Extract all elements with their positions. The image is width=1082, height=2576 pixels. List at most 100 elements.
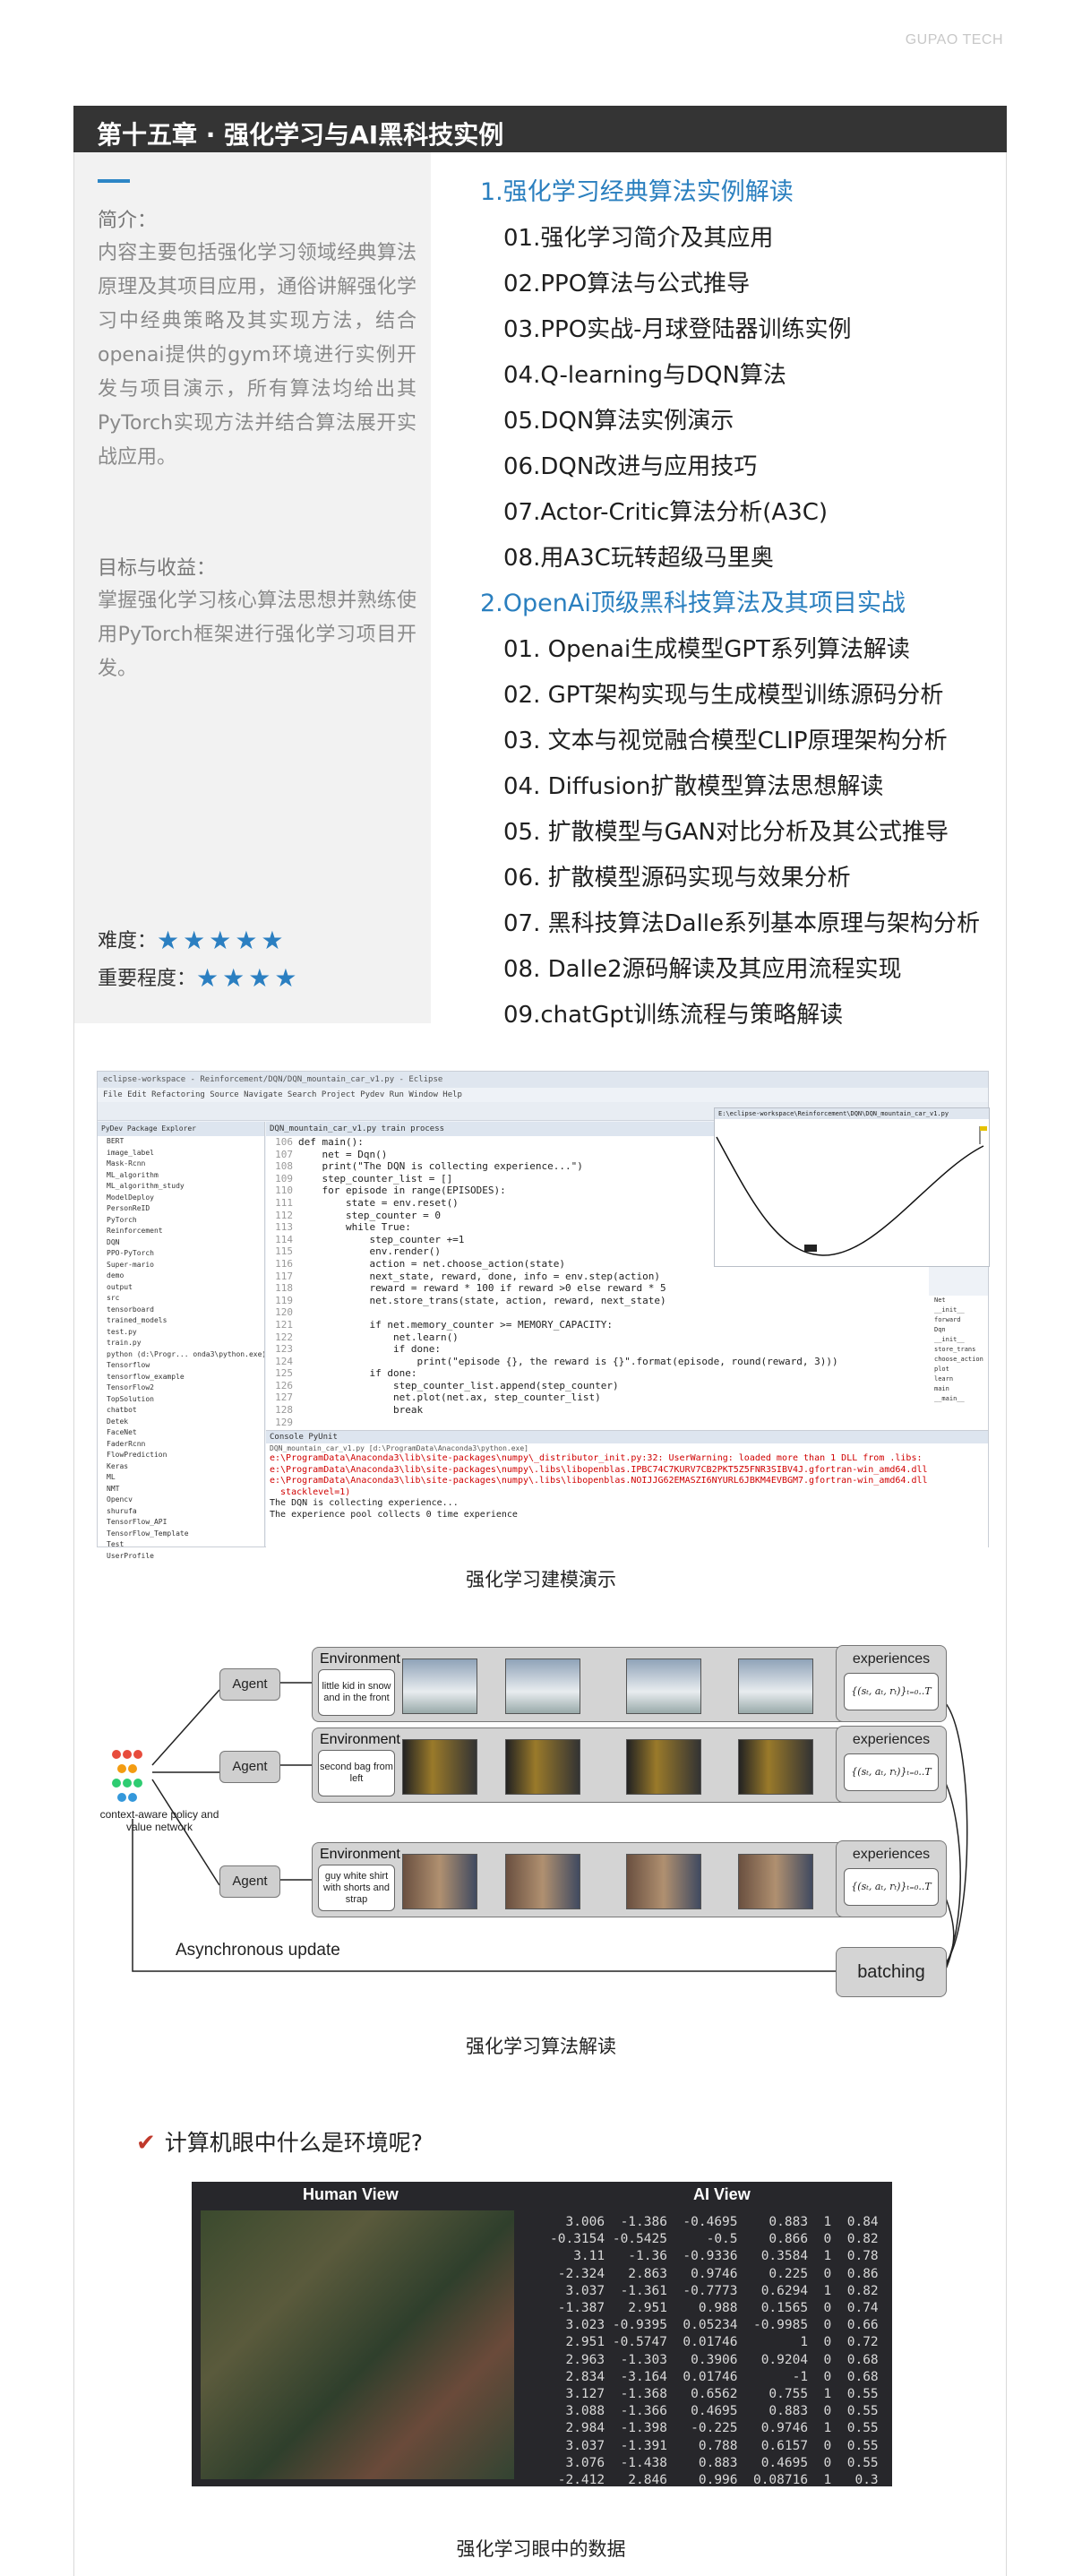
code-line: 126 step_counter_list.append(step_counte…: [266, 1380, 929, 1392]
code-line: 110 for episode in range(EPISODES):: [266, 1185, 929, 1197]
flag-icon: [980, 1126, 987, 1131]
environment-row-1: Environment little kid in snow and in th…: [312, 1647, 851, 1722]
code-text: step_counter_list = []: [298, 1172, 453, 1185]
importance-rating: 重要程度：★★★★: [98, 962, 300, 993]
difficulty-label: 难度：: [98, 930, 158, 952]
line-number: 124: [275, 1355, 293, 1367]
explorer-item: src: [107, 1294, 120, 1302]
arrow-exp-batch-2: [944, 1780, 961, 1969]
game-screenshot: [201, 2210, 514, 2479]
network-label: context-aware policy and value network: [99, 1808, 219, 1833]
explorer-item: trained_models: [107, 1316, 167, 1324]
code-text: next_state, reward, done, info = env.ste…: [298, 1270, 660, 1282]
code-text: reward = reward * 100 if reward >0 else …: [298, 1282, 666, 1295]
experiences-box-2: experiences {(sₜ, aₜ, rₜ)}ₜ₌₀..T: [836, 1726, 947, 1803]
outline-item: choose_action: [934, 1356, 983, 1363]
caption-data: 强化学习眼中的数据: [456, 2538, 626, 2560]
outline-item: Dqn: [934, 1326, 946, 1333]
console-subtitle: DQN_mountain_car_v1.py [d:\ProgramData\A…: [270, 1444, 528, 1452]
intro-text: 内容主要包括强化学习领域经典算法原理及其项目应用，通俗讲解强化学习中经典策略及其…: [98, 242, 416, 469]
goal-heading: 目标与收益：: [98, 557, 217, 580]
console-line: e:\ProgramData\Anaconda3\lib\site-packag…: [270, 1464, 928, 1475]
line-number: 107: [275, 1148, 293, 1160]
ai-view-matrix: 3.006 -1.386 -0.4695 0.883 1 0.84-0.3154…: [550, 2214, 887, 2489]
frame-image: [505, 1854, 580, 1909]
line-number: 109: [275, 1172, 293, 1185]
line-number: 128: [275, 1404, 293, 1417]
brand-logo: GUPAO TECH: [905, 32, 1003, 47]
code-text: step_counter +=1: [298, 1233, 465, 1245]
frame-image: [738, 1658, 813, 1714]
code-text: net.plot(net.ax, step_counter_list): [298, 1391, 601, 1404]
code-text: if done:: [298, 1367, 417, 1380]
frame-image: [402, 1658, 477, 1714]
line-number: 127: [275, 1391, 293, 1404]
code-text: while True:: [298, 1221, 411, 1234]
code-line: 111 state = env.reset(): [266, 1197, 929, 1210]
explorer-item: ModelDeploy: [107, 1193, 154, 1202]
line-number: 110: [275, 1185, 293, 1197]
environment-row-3: Environment guy white shirt with shorts …: [312, 1842, 851, 1917]
explorer-item: PyTorch: [107, 1215, 137, 1224]
outline-item: Net: [934, 1297, 946, 1304]
code-line: 120: [266, 1306, 929, 1319]
toc-item: 09.chatGpt训练流程与策略解读: [503, 1002, 844, 1029]
ai-view-title: AI View: [693, 2185, 751, 2203]
code-text: net.store_trans(state, action, reward, n…: [298, 1294, 666, 1306]
ai-data-row: 3.088 -1.366 0.4695 0.883 0 0.55: [550, 2404, 879, 2419]
experiences-box-1: experiences {(sₜ, aₜ, rₜ)}ₜ₌₀..T: [836, 1645, 947, 1722]
toc-item: 01.强化学习简介及其应用: [503, 225, 774, 252]
frame-strip-2: [402, 1739, 814, 1795]
explorer-title: PyDev Package Explorer: [98, 1122, 264, 1136]
car-icon: [804, 1245, 817, 1252]
outline-item: plot: [934, 1366, 949, 1373]
mountain-curve: [716, 1136, 984, 1256]
code-line: 119 net.store_trans(state, action, rewar…: [266, 1295, 929, 1307]
frame-image: [505, 1739, 580, 1795]
outline-item: __init__: [934, 1336, 965, 1343]
console-line: The DQN is collecting experience...: [270, 1498, 459, 1508]
line-number: 122: [275, 1331, 293, 1343]
toc-item: 08. Dalle2源码解读及其应用流程实现: [503, 956, 902, 983]
console-line: e:\ProgramData\Anaconda3\lib\site-packag…: [270, 1453, 923, 1463]
plot-window: E:\eclipse-workspace\Reinforcement\DQN\D…: [714, 1107, 990, 1267]
line-number: 116: [275, 1257, 293, 1270]
human-vs-ai-view: Human View AI View 3.006 -1.386 -0.4695 …: [192, 2182, 892, 2489]
frame-image: [402, 1854, 477, 1909]
code-line: 124 print("episode {}, the reward is {}"…: [266, 1356, 929, 1368]
plot-window-title: E:\eclipse-workspace\Reinforcement\DQN\D…: [715, 1108, 989, 1119]
code-text: if net.memory_counter >= MEMORY_CAPACITY…: [298, 1318, 613, 1331]
frame-image: [626, 1658, 701, 1714]
code-text: action = net.choose_action(state): [298, 1257, 566, 1270]
outline-item: store_trans: [934, 1346, 976, 1353]
toc-item: 03. 文本与视觉融合模型CLIP原理架构分析: [503, 728, 948, 754]
toc-item: 02.PPO算法与公式推导: [503, 271, 751, 297]
code-line: 109 step_counter_list = []: [266, 1173, 929, 1185]
code-line: 127 net.plot(net.ax, step_counter_list): [266, 1391, 929, 1404]
explorer-item: shurufa: [107, 1506, 137, 1515]
toc-item: 06. 扩散模型源码实现与效果分析: [503, 865, 851, 892]
experiences-label: experiences: [852, 1847, 931, 1862]
code-line: 129: [266, 1417, 929, 1429]
accent-line: [98, 179, 130, 183]
code-line: 121 if net.memory_counter >= MEMORY_CAPA…: [266, 1319, 929, 1331]
code-text: if done:: [298, 1343, 441, 1356]
policy-network-icon: [112, 1750, 142, 1802]
code-line: 122 net.learn(): [266, 1331, 929, 1344]
toc-item: 05.DQN算法实例演示: [503, 408, 734, 435]
line-number: 106: [275, 1136, 293, 1148]
env-query-1: little kid in snow and in the front: [318, 1669, 395, 1716]
explorer-item: Tensorflow: [107, 1361, 150, 1369]
explorer-item: ML: [107, 1473, 116, 1481]
ai-data-row: 2.984 -1.398 -0.225 0.9746 1 0.55: [550, 2421, 879, 2436]
toc-item: 07.Actor-Critic算法分析(A3C): [503, 499, 829, 526]
agent-box-3: Agent: [219, 1865, 280, 1898]
toc-item: 01. Openai生成模型GPT系列算法解读: [503, 636, 910, 663]
frame-image: [505, 1658, 580, 1714]
console-line: The experience pool collects 0 time expe…: [270, 1509, 518, 1520]
ai-data-row: 3.127 -1.368 0.6562 0.755 1 0.55: [550, 2387, 879, 2402]
code-text: print("episode {}, the reward is {}".for…: [298, 1355, 838, 1367]
explorer-item: TensorFlow2: [107, 1383, 154, 1391]
